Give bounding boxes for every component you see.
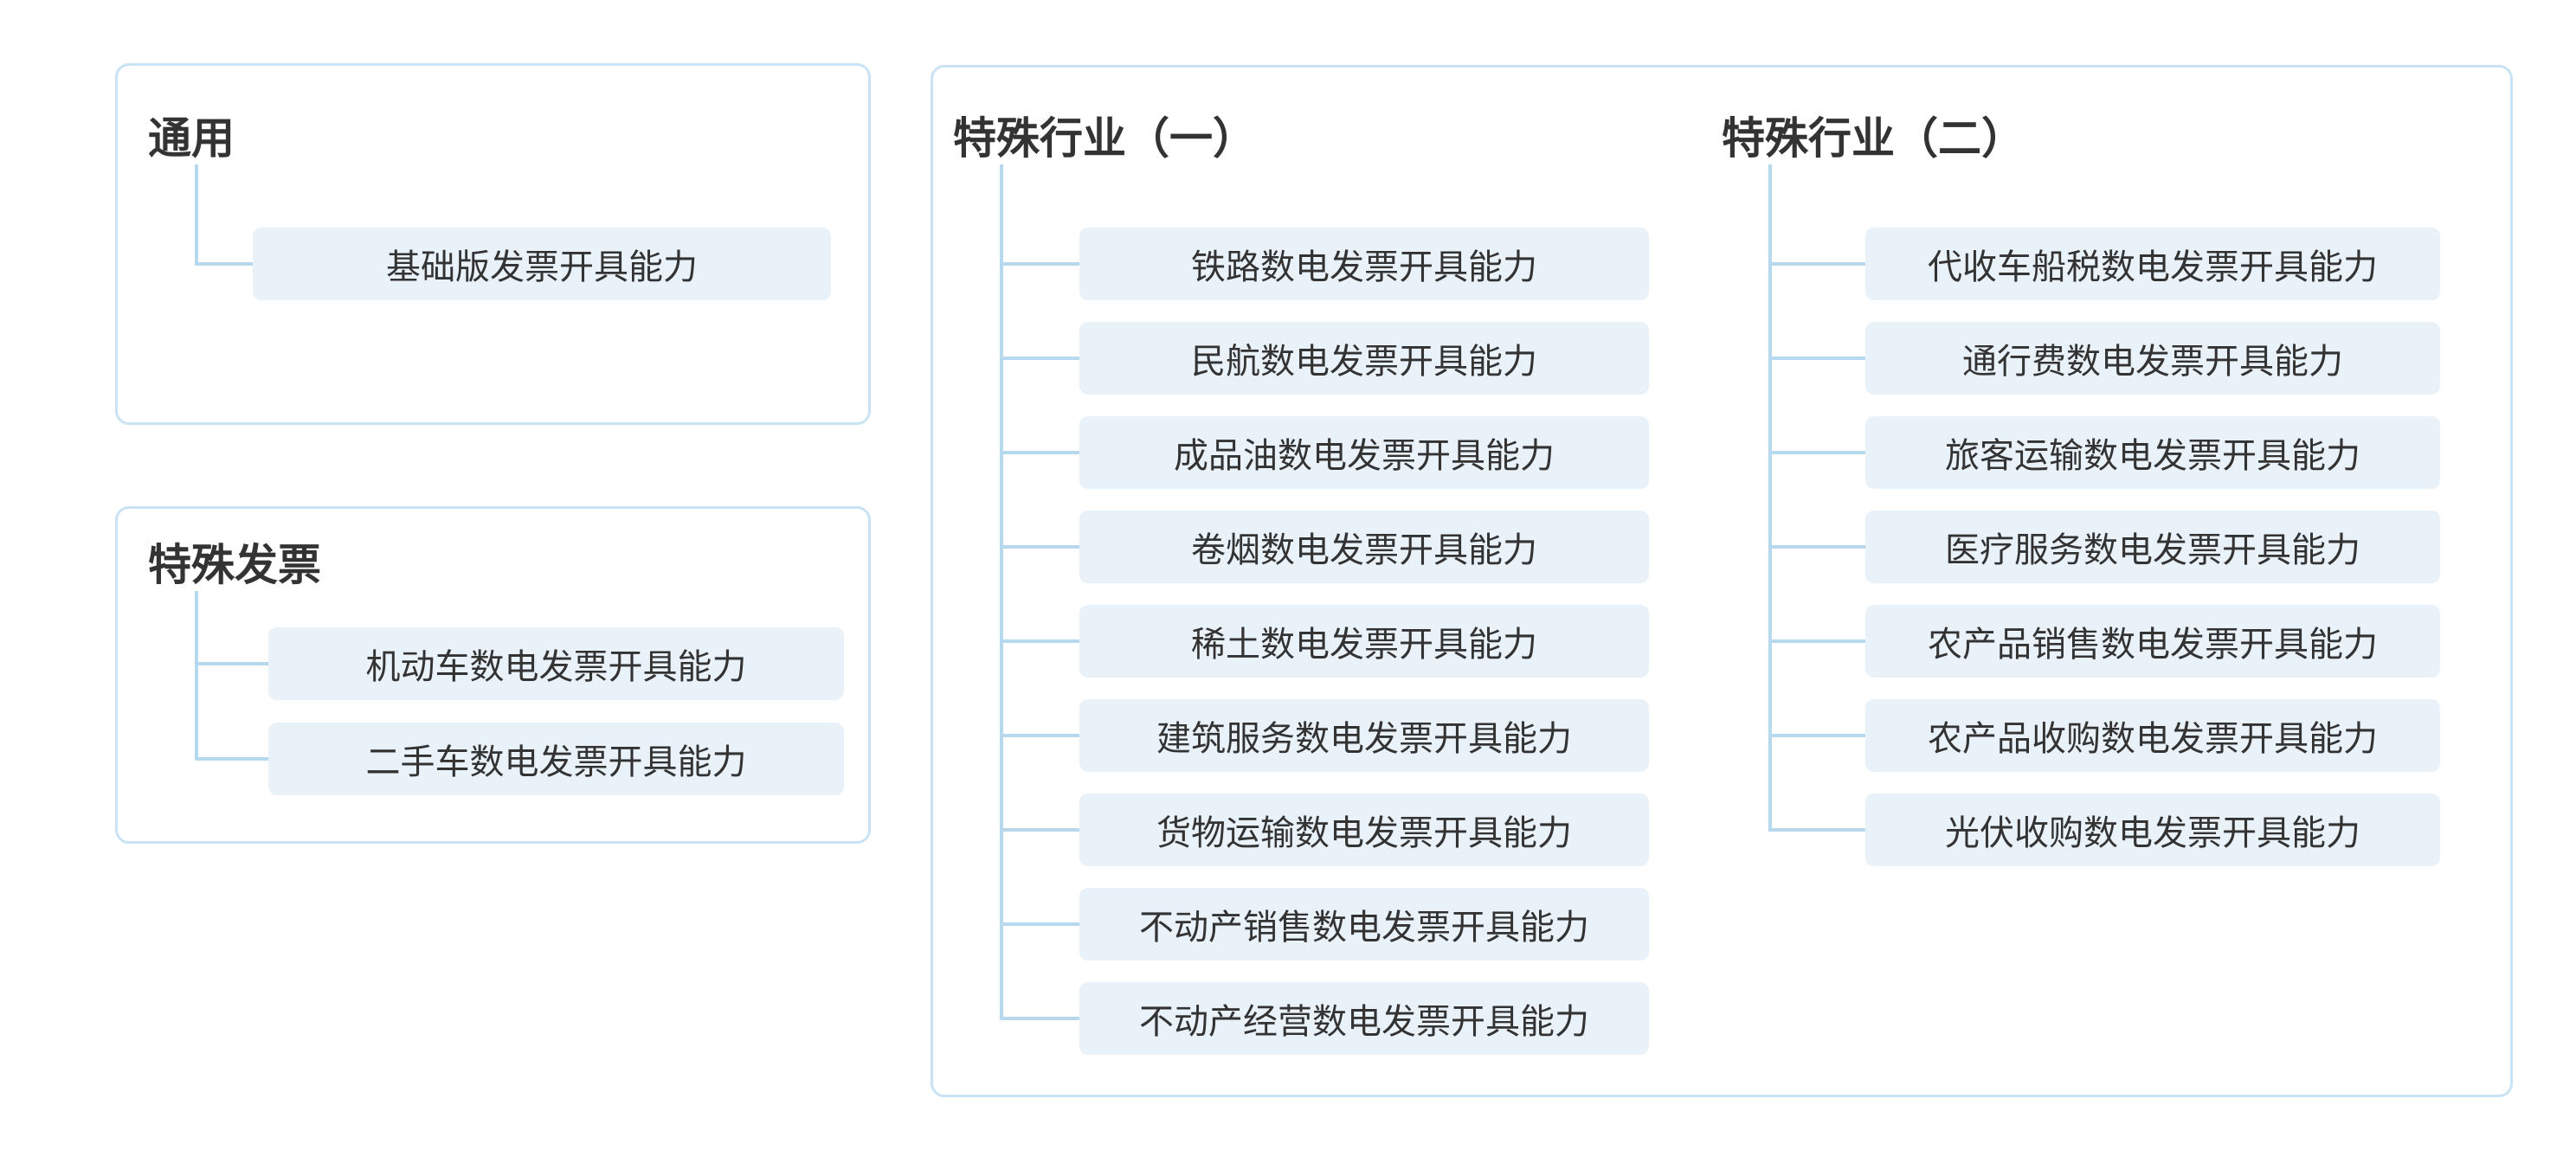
capability-node[interactable]: 稀土数电发票开具能力 (1079, 604, 1649, 678)
tree-branch: 基础版发票开具能力 (148, 216, 831, 311)
tree-branch: 农产品收购数电发票开具能力 (1722, 688, 2440, 782)
tree-branch: 货物运输数电发票开具能力 (953, 782, 1649, 877)
capability-node[interactable]: 通行费数电发票开具能力 (1865, 321, 2440, 395)
capability-node[interactable]: 医疗服务数电发票开具能力 (1865, 510, 2440, 583)
capability-node[interactable]: 旅客运输数电发票开具能力 (1865, 415, 2440, 489)
group-special-industry-2: 特殊行业（二） 代收车船税数电发票开具能力 通行费数电发票开具能力 旅客运输数电… (1722, 112, 2440, 877)
group-title-special-industry-1[interactable]: 特殊行业（一） (953, 114, 1256, 163)
tree-branch: 不动产销售数电发票开具能力 (953, 877, 1649, 971)
capability-node[interactable]: 农产品销售数电发票开具能力 (1865, 604, 2440, 678)
tree-branch: 成品油数电发票开具能力 (953, 405, 1649, 499)
group-title-special-invoice[interactable]: 特殊发票 (148, 541, 321, 589)
tree-branch: 农产品销售数电发票开具能力 (1722, 594, 2440, 688)
connector-stub (195, 164, 198, 216)
capability-node[interactable]: 代收车船税数电发票开具能力 (1865, 227, 2440, 300)
tree-branch: 旅客运输数电发票开具能力 (1722, 405, 2440, 499)
tree-branch: 代收车船税数电发票开具能力 (1722, 216, 2440, 311)
group-special-industry-1: 特殊行业（一） 铁路数电发票开具能力 民航数电发票开具能力 成品油数电发票开具能… (953, 112, 1649, 1065)
capability-node[interactable]: 铁路数电发票开具能力 (1079, 227, 1649, 300)
group-general: 通用 基础版发票开具能力 (148, 112, 831, 311)
capability-node[interactable]: 基础版发票开具能力 (253, 227, 831, 300)
tree-branch: 稀土数电发票开具能力 (953, 594, 1649, 688)
connector-stub (195, 591, 198, 616)
capability-node[interactable]: 建筑服务数电发票开具能力 (1079, 698, 1649, 772)
capability-node[interactable]: 农产品收购数电发票开具能力 (1865, 698, 2440, 772)
tree-branch: 卷烟数电发票开具能力 (953, 499, 1649, 594)
tree-branch: 铁路数电发票开具能力 (953, 216, 1649, 311)
tree-branch: 二手车数电发票开具能力 (148, 711, 844, 806)
tree-branch: 建筑服务数电发票开具能力 (953, 688, 1649, 782)
node-list: 铁路数电发票开具能力 民航数电发票开具能力 成品油数电发票开具能力 卷烟数电发票… (953, 216, 1649, 1065)
capability-node[interactable]: 不动产销售数电发票开具能力 (1079, 887, 1649, 961)
tree-branch: 光伏收购数电发票开具能力 (1722, 782, 2440, 877)
group-title-general[interactable]: 通用 (148, 114, 235, 163)
tree-branch: 医疗服务数电发票开具能力 (1722, 499, 2440, 594)
capability-node[interactable]: 卷烟数电发票开具能力 (1079, 510, 1649, 583)
node-list: 代收车船税数电发票开具能力 通行费数电发票开具能力 旅客运输数电发票开具能力 医… (1722, 216, 2440, 877)
node-list: 基础版发票开具能力 (148, 216, 831, 311)
capability-node[interactable]: 成品油数电发票开具能力 (1079, 415, 1649, 489)
connector-stub (1768, 164, 1772, 216)
capability-node[interactable]: 机动车数电发票开具能力 (268, 627, 844, 700)
tree-branch: 不动产经营数电发票开具能力 (953, 971, 1649, 1065)
group-title-special-industry-2[interactable]: 特殊行业（二） (1722, 114, 2025, 163)
capability-node[interactable]: 货物运输数电发票开具能力 (1079, 793, 1649, 866)
tree-branch: 民航数电发票开具能力 (953, 311, 1649, 405)
capability-node[interactable]: 二手车数电发票开具能力 (268, 723, 844, 795)
node-list: 机动车数电发票开具能力 二手车数电发票开具能力 (148, 616, 844, 806)
capability-node[interactable]: 光伏收购数电发票开具能力 (1865, 793, 2440, 866)
tree-branch: 通行费数电发票开具能力 (1722, 311, 2440, 405)
connector-stub (1000, 164, 1003, 216)
tree-branch: 机动车数电发票开具能力 (148, 616, 844, 711)
capability-node[interactable]: 不动产经营数电发票开具能力 (1079, 981, 1649, 1055)
capability-node[interactable]: 民航数电发票开具能力 (1079, 321, 1649, 395)
group-special-invoice: 特殊发票 机动车数电发票开具能力 二手车数电发票开具能力 (148, 539, 844, 806)
